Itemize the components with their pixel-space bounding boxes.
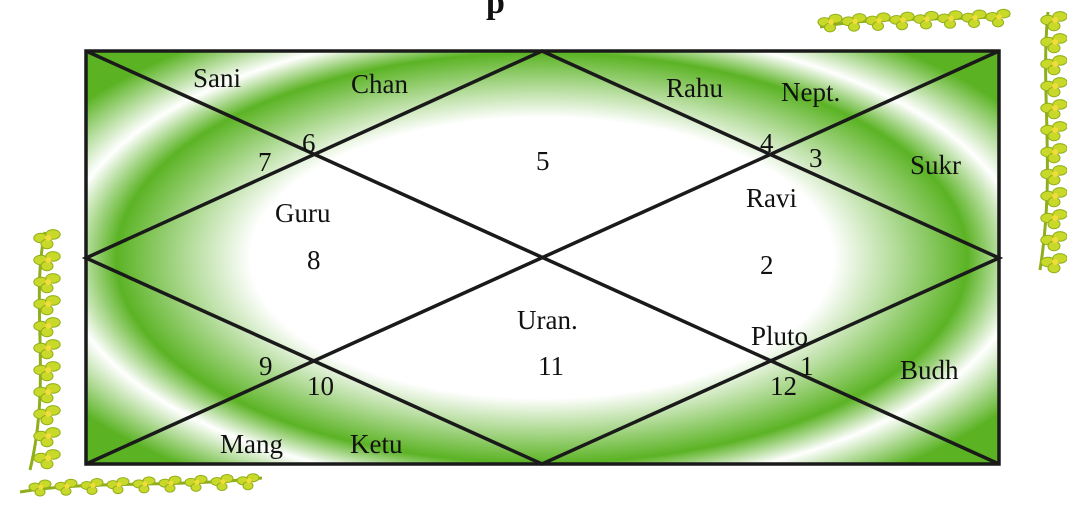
planet-label-mang: Mang <box>220 429 283 459</box>
inner-diamond <box>81 49 1004 466</box>
house-number-7: 7 <box>258 147 272 177</box>
vine-decoration <box>19 229 263 497</box>
planet-label-guru: Guru <box>275 198 331 228</box>
house-labels: Sani Chan Rahu Nept. 6 7 5 4 3 Sukr Ravi… <box>193 63 961 459</box>
house-number-2: 2 <box>760 250 774 280</box>
planet-label-ravi: Ravi <box>746 183 797 213</box>
chart-lines <box>81 49 1004 466</box>
house-number-10: 10 <box>307 371 334 401</box>
title-fragment: p <box>486 0 505 21</box>
vine-decoration <box>817 8 1067 274</box>
house-number-4: 4 <box>760 128 774 158</box>
house-number-8: 8 <box>307 245 321 275</box>
house-number-6: 6 <box>302 128 316 158</box>
house-number-9: 9 <box>259 351 273 381</box>
planet-label-budh: Budh <box>900 355 959 385</box>
house-number-1: 1 <box>800 351 814 381</box>
planet-label-rahu: Rahu <box>666 73 723 103</box>
planet-label-sukr: Sukr <box>910 150 961 180</box>
planet-label-nept: Nept. <box>781 77 840 107</box>
house-number-11: 11 <box>538 351 564 381</box>
planet-label-chan: Chan <box>351 69 408 99</box>
house-number-5: 5 <box>536 146 550 176</box>
planet-label-sani: Sani <box>193 63 241 93</box>
house-number-3: 3 <box>809 143 823 173</box>
planet-label-ketu: Ketu <box>350 429 403 459</box>
planet-label-pluto: Pluto <box>751 321 808 351</box>
diagonal-anti <box>85 49 1000 466</box>
planet-label-uran: Uran. <box>517 305 578 335</box>
house-number-12: 12 <box>770 371 797 401</box>
